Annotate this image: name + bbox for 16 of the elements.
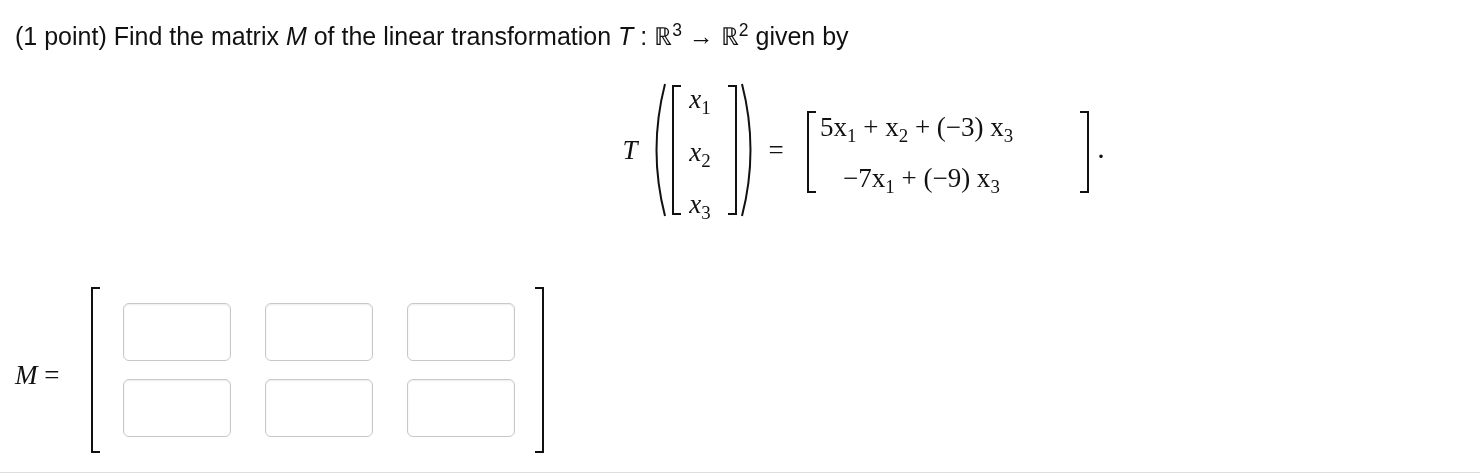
math-text: x$_{1}$ [689, 82, 711, 116]
answer-box [407, 379, 515, 437]
math-text: −7x$_{1}$ + (−9) x$_{3}$ [843, 161, 1000, 195]
answer-box [265, 303, 373, 361]
math-text: M = [15, 358, 60, 392]
question-text: (1 point) Find the matrix M of the linear transformation T : ℝ$^{3}$ → ℝ$^{2}$ given by [15, 18, 849, 52]
answer-box [123, 303, 231, 361]
math-text: . [1097, 130, 1105, 166]
math-text: T [622, 133, 638, 167]
math-text: = [768, 133, 784, 167]
math-text: x$_{2}$ [689, 135, 711, 169]
answer-box [265, 379, 373, 437]
math-text: x$_{3}$ [689, 187, 711, 221]
math-text: 5x$_{1}$ + x$_{2}$ + (−3) x$_{3}$ [820, 110, 1014, 144]
answer-box [123, 379, 231, 437]
answer-box [407, 303, 515, 361]
